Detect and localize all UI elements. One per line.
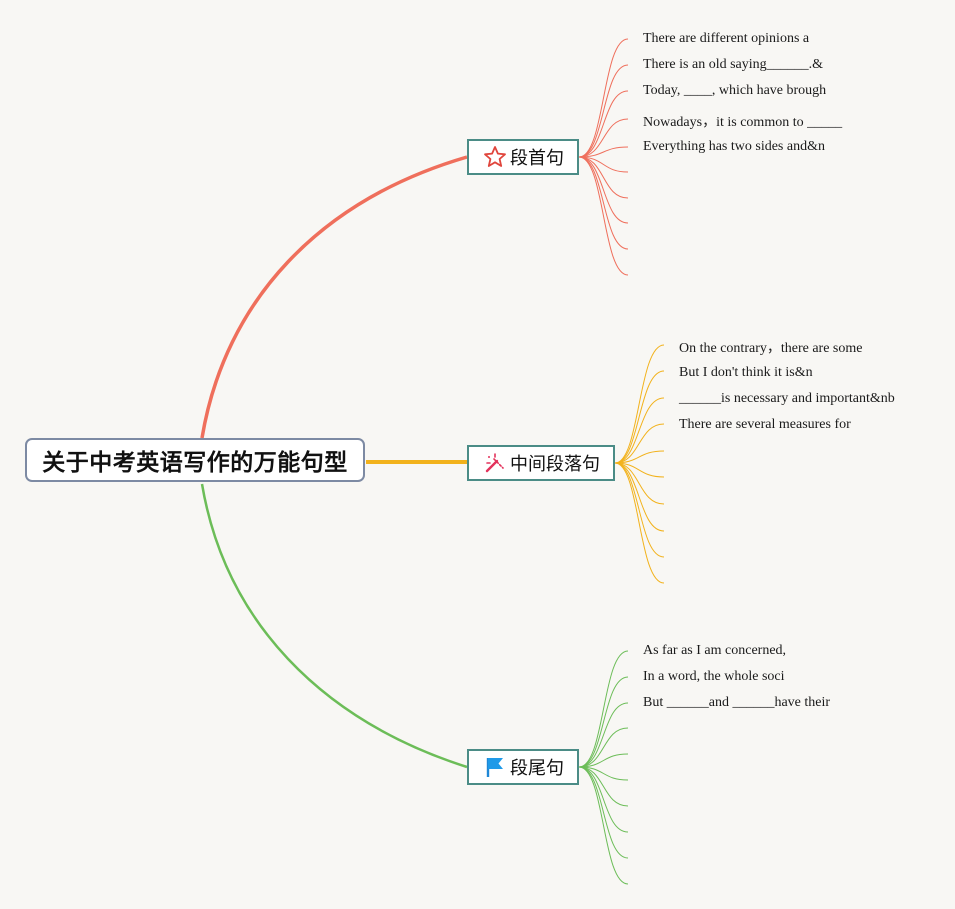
leaf-opening-1[interactable]: There are different opinions a [643, 31, 810, 46]
leaf-middle-4[interactable]: There are several measures for [679, 417, 851, 432]
leaf-middle-3[interactable]: ______is necessary and important&nb [679, 391, 895, 406]
flag-icon [483, 755, 507, 779]
branch-node-middle[interactable]: 中间段落句 [467, 445, 615, 481]
branch-line-opening [200, 155, 468, 439]
leaf-connectors-middle [614, 344, 665, 584]
leaf-middle-1[interactable]: On the contrary，there are some [679, 341, 863, 356]
root-topic[interactable]: 关于中考英语写作的万能句型 [25, 438, 365, 482]
magic-wand-icon [483, 451, 507, 475]
star-icon [483, 145, 507, 169]
branch-label-opening: 段首句 [510, 148, 564, 169]
leaf-connectors-closing [578, 650, 629, 885]
branch-node-closing[interactable]: 段尾句 [467, 749, 579, 785]
leaf-closing-2[interactable]: In a word, the whole soci [643, 669, 785, 684]
branch-label-middle: 中间段落句 [510, 454, 600, 475]
branch-label-closing: 段尾句 [510, 758, 564, 779]
leaf-opening-3[interactable]: Today, ____, which have brough [643, 83, 827, 98]
leaf-closing-1[interactable]: As far as I am concerned, [643, 643, 787, 658]
leaf-opening-2[interactable]: There is an old saying______.& [643, 57, 824, 72]
leaf-opening-5[interactable]: Everything has two sides and&n [643, 139, 825, 154]
branch-node-opening[interactable]: 段首句 [467, 139, 579, 175]
leaf-middle-2[interactable]: But I don't think it is&n [679, 365, 813, 380]
branch-line-closing [200, 483, 468, 769]
leaf-opening-4[interactable]: Nowadays，it is common to _____ [643, 115, 843, 130]
leaf-connectors-opening [578, 38, 629, 276]
leaf-closing-3[interactable]: But ______and ______have their [643, 695, 831, 710]
